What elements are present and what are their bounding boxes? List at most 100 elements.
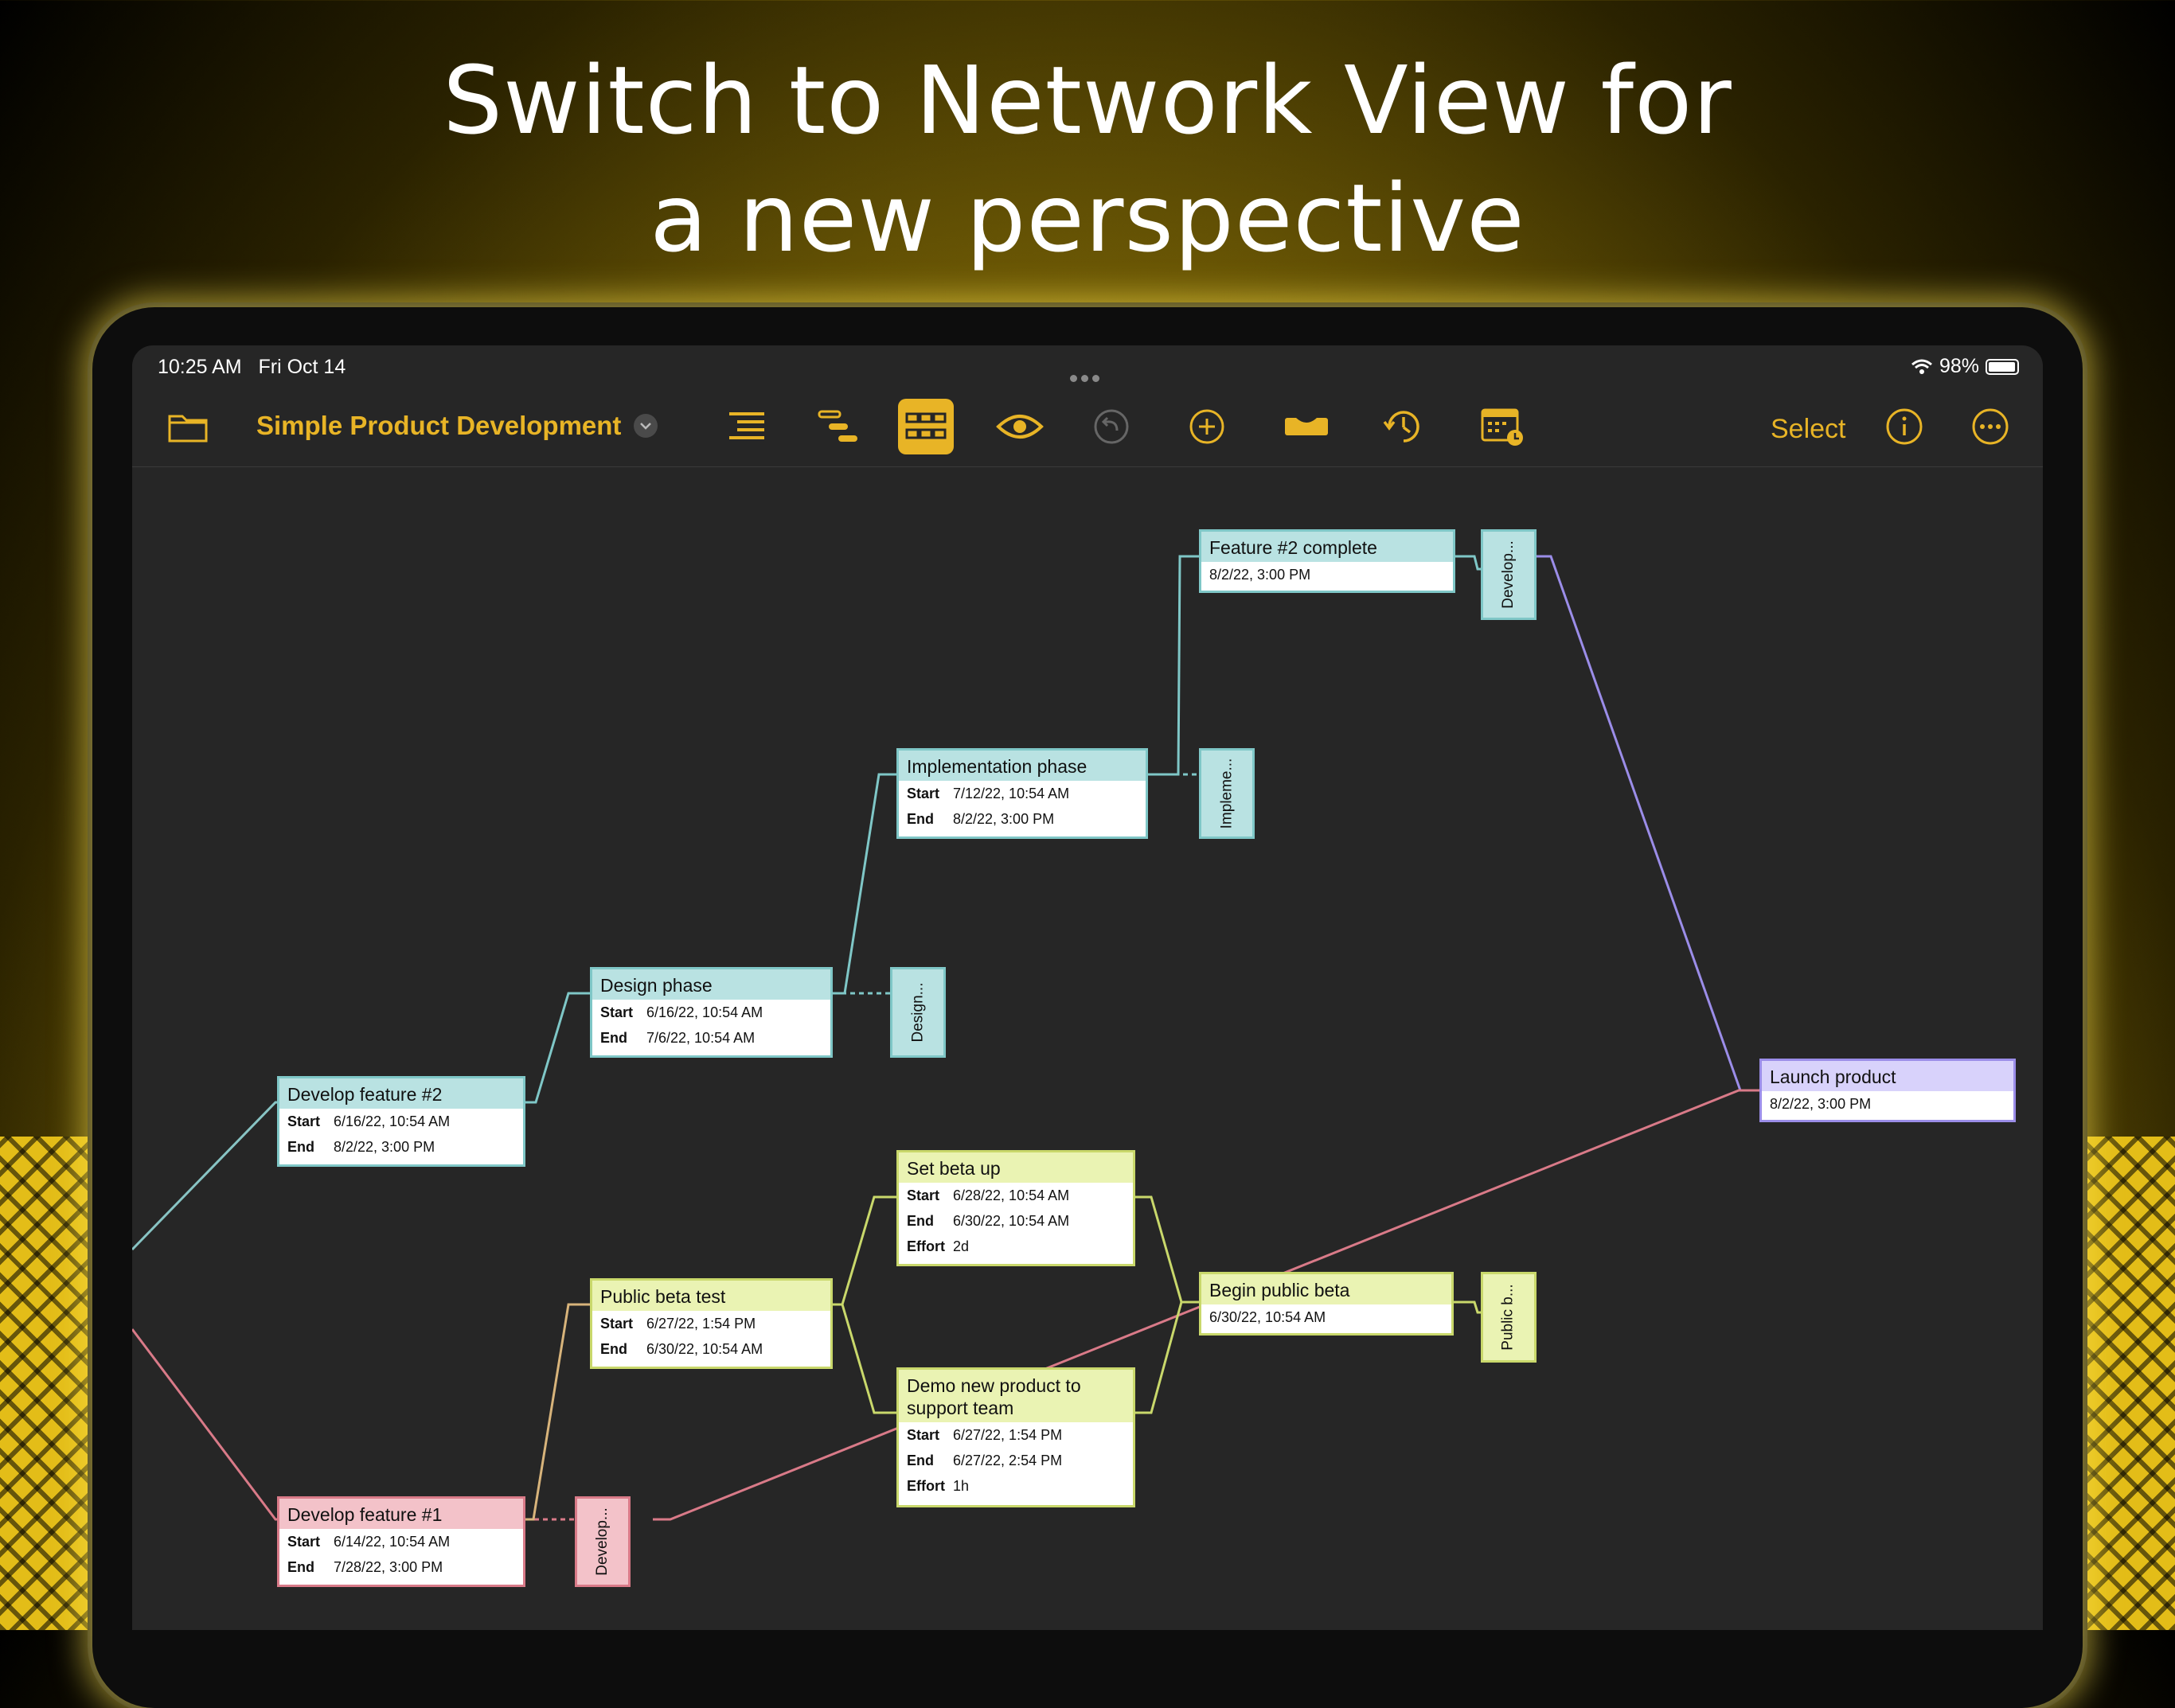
end-label: End [907, 811, 934, 827]
info-icon[interactable] [1880, 403, 1928, 450]
summary-implementation[interactable]: Impleme... [1199, 748, 1255, 839]
more-icon[interactable] [1966, 403, 2014, 450]
start-label: Start [907, 1427, 940, 1443]
task-title: Design phase [592, 969, 830, 1000]
task-launch-product[interactable]: Launch product 8/2/22, 3:00 PM [1759, 1059, 2016, 1122]
task-implementation-phase[interactable]: Implementation phase Start 7/12/22, 10:54… [896, 748, 1148, 839]
start-value: 6/27/22, 1:54 PM [953, 1427, 1063, 1443]
task-title-line-1: Demo new product to [907, 1375, 1081, 1396]
end-value: 6/30/22, 10:54 AM [646, 1341, 763, 1357]
folder-icon[interactable] [164, 403, 212, 450]
multitasking-dots-icon[interactable] [1070, 365, 1105, 382]
status-right: 98% [1911, 355, 2019, 378]
task-end-row: End 8/2/22, 3:00 PM [279, 1134, 523, 1160]
end-value: 8/2/22, 3:00 PM [953, 811, 1055, 827]
start-label: Start [907, 786, 940, 801]
eye-icon[interactable] [992, 403, 1048, 450]
headline-line-2: a new perspective [650, 163, 1525, 273]
task-title: Begin public beta [1201, 1274, 1451, 1304]
task-title: Implementation phase [899, 751, 1146, 781]
calendar-icon[interactable] [1474, 403, 1530, 450]
start-label: Start [907, 1187, 940, 1203]
status-time: 10:25 AM [158, 356, 242, 378]
decorative-pattern-left [0, 1137, 103, 1630]
task-end-row: End 7/6/22, 10:54 AM [592, 1025, 830, 1051]
end-value: 7/6/22, 10:54 AM [646, 1030, 756, 1046]
task-start-row: Start 7/12/22, 10:54 AM [899, 781, 1146, 806]
battery-icon [1986, 358, 2019, 375]
undo-icon[interactable] [1088, 403, 1135, 450]
start-value: 6/14/22, 10:54 AM [334, 1534, 451, 1550]
end-label: End [600, 1030, 627, 1046]
task-title-line-2: support team [907, 1398, 1014, 1418]
start-label: Start [287, 1534, 321, 1550]
status-bar: 10:25 AM Fri Oct 14 98% [132, 345, 2043, 387]
select-button[interactable]: Select [1771, 414, 1846, 444]
end-value: 6/27/22, 2:54 PM [953, 1453, 1063, 1468]
task-title: Public beta test [592, 1281, 830, 1311]
task-date: 8/2/22, 3:00 PM [1762, 1091, 2013, 1117]
task-title: Develop feature #1 [279, 1499, 523, 1529]
task-title: Set beta up [899, 1152, 1133, 1183]
effort-value: 1h [953, 1478, 970, 1494]
end-label: End [287, 1139, 314, 1155]
task-end-row: End 6/30/22, 10:54 AM [592, 1336, 830, 1362]
end-value: 8/2/22, 3:00 PM [334, 1139, 435, 1155]
summary-develop-top[interactable]: Develop... [1481, 529, 1537, 620]
task-feature-2-complete[interactable]: Feature #2 complete 8/2/22, 3:00 PM [1199, 529, 1455, 593]
document-title-button[interactable]: Simple Product Development [256, 411, 658, 441]
network-canvas[interactable]: Feature #2 complete 8/2/22, 3:00 PM Deve… [132, 467, 2043, 1630]
status-date: Fri Oct 14 [258, 356, 346, 378]
summary-design[interactable]: Design... [890, 967, 946, 1058]
summary-develop-bottom[interactable]: Develop... [575, 1496, 631, 1587]
summary-label: Public b... [1500, 1284, 1517, 1351]
chevron-down-icon [634, 414, 658, 438]
task-start-row: Start 6/16/22, 10:54 AM [279, 1109, 523, 1134]
dependency-lines [132, 555, 1759, 1521]
battery-percent: 98% [1939, 355, 1979, 377]
app-toolbar: Simple Product Development [132, 387, 2043, 467]
history-icon[interactable] [1376, 403, 1431, 450]
task-date-value: 6/30/22, 10:54 AM [1209, 1309, 1326, 1325]
summary-label: Design... [909, 982, 927, 1043]
task-end-row: End 8/2/22, 3:00 PM [899, 806, 1146, 832]
start-label: Start [600, 1004, 634, 1020]
effort-value: 2d [953, 1238, 970, 1254]
start-label: Start [600, 1316, 634, 1332]
status-time-date: 10:25 AM Fri Oct 14 [158, 356, 346, 379]
task-effort-row: Effort 2d [899, 1234, 1133, 1259]
start-value: 6/16/22, 10:54 AM [334, 1113, 451, 1129]
summary-label: Impleme... [1218, 758, 1236, 829]
summary-label: Develop... [1500, 540, 1517, 609]
task-start-row: Start 6/27/22, 1:54 PM [899, 1422, 1133, 1448]
task-develop-feature-1[interactable]: Develop feature #1 Start 6/14/22, 10:54 A… [277, 1496, 525, 1587]
effort-label: Effort [907, 1238, 945, 1254]
gantt-view-icon[interactable] [815, 403, 863, 450]
summary-public-beta[interactable]: Public b... [1481, 1272, 1537, 1363]
task-begin-public-beta[interactable]: Begin public beta 6/30/22, 10:54 AM [1199, 1272, 1454, 1336]
wifi-icon [1911, 359, 1932, 374]
summary-label: Develop... [594, 1507, 611, 1576]
task-title: Demo new product to support team [899, 1370, 1133, 1422]
task-demo-new-product[interactable]: Demo new product to support team Start 6/… [896, 1367, 1135, 1507]
end-label: End [600, 1341, 627, 1357]
task-title: Feature #2 complete [1201, 532, 1453, 562]
document-title: Simple Product Development [256, 411, 622, 440]
add-icon[interactable] [1183, 403, 1231, 450]
end-label: End [287, 1559, 314, 1575]
outline-view-icon[interactable] [723, 403, 771, 450]
baseline-icon[interactable] [1279, 403, 1334, 450]
network-view-icon[interactable] [898, 399, 954, 454]
start-label: Start [287, 1113, 321, 1129]
marketing-headline: Switch to Network View for a new perspec… [0, 41, 2175, 277]
start-value: 7/12/22, 10:54 AM [953, 786, 1070, 801]
end-value: 6/30/22, 10:54 AM [953, 1213, 1070, 1229]
